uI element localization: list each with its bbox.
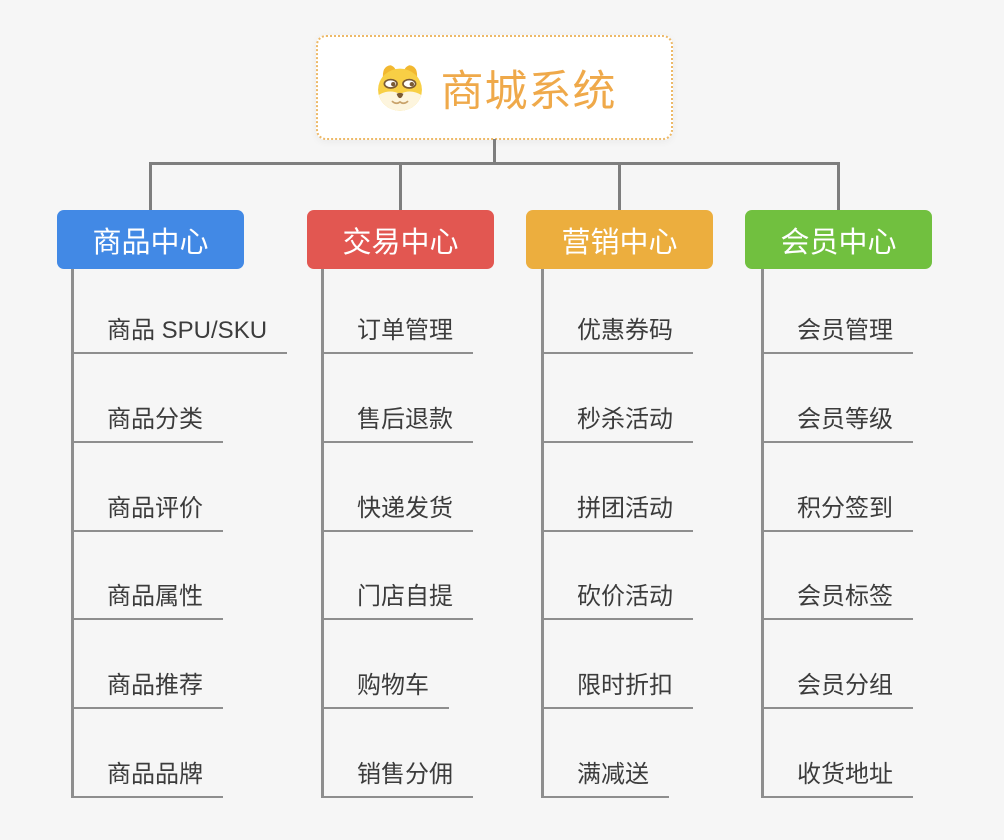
leaf-label: 门店自提 — [323, 576, 473, 621]
leaf-label: 秒杀活动 — [543, 399, 693, 443]
leaf-node[interactable]: 购物车 — [323, 620, 559, 710]
leaf-label: 售后退款 — [323, 399, 473, 443]
leaf-label: 优惠券码 — [543, 310, 693, 354]
leaf-node[interactable]: 商品评价 — [73, 443, 309, 532]
connector-rail — [149, 162, 840, 165]
leaf-node[interactable]: 秒杀活动 — [543, 354, 779, 443]
leaf-node[interactable]: 订单管理 — [323, 269, 559, 354]
branch-children-member-center: 会员管理会员等级积分签到会员标签会员分组收货地址 — [761, 269, 999, 798]
leaf-node[interactable]: 优惠券码 — [543, 269, 779, 354]
leaf-node[interactable]: 商品品牌 — [73, 709, 309, 798]
branch-node-trade-center[interactable]: 交易中心 — [307, 210, 494, 269]
leaf-label: 商品评价 — [73, 488, 223, 532]
leaf-node[interactable]: 商品 SPU/SKU — [73, 269, 309, 354]
connector-root-stem — [493, 139, 496, 165]
branch-children-marketing-center: 优惠券码秒杀活动拼团活动砍价活动限时折扣满减送 — [541, 269, 779, 798]
leaf-label: 销售分佣 — [323, 754, 473, 798]
leaf-node[interactable]: 会员等级 — [763, 354, 999, 443]
leaf-node[interactable]: 售后退款 — [323, 354, 559, 443]
leaf-node[interactable]: 会员管理 — [763, 269, 999, 354]
branch-label: 交易中心 — [342, 226, 459, 259]
leaf-node[interactable]: 拼团活动 — [543, 443, 779, 532]
leaf-node[interactable]: 快递发货 — [323, 443, 559, 532]
branch-node-member-center[interactable]: 会员中心 — [745, 210, 932, 269]
leaf-node[interactable]: 会员标签 — [763, 532, 999, 621]
branch-children-product-center: 商品 SPU/SKU 商品分类商品评价商品属性商品推荐商品品牌 — [71, 269, 309, 798]
leaf-node[interactable]: 砍价活动 — [543, 532, 779, 621]
leaf-node[interactable]: 门店自提 — [323, 532, 559, 621]
leaf-node[interactable]: 积分签到 — [763, 443, 999, 532]
leaf-node[interactable]: 商品推荐 — [73, 620, 309, 710]
leaf-node[interactable]: 收货地址 — [763, 709, 999, 798]
leaf-label: 会员标签 — [763, 576, 913, 621]
leaf-label: 订单管理 — [323, 310, 473, 354]
leaf-label: 满减送 — [543, 754, 669, 798]
leaf-label: 收货地址 — [763, 754, 913, 798]
leaf-node[interactable]: 销售分佣 — [323, 709, 559, 798]
branch-children-trade-center: 订单管理售后退款快递发货门店自提购物车销售分佣 — [321, 269, 559, 798]
leaf-label: 商品 SPU/SKU — [73, 310, 288, 354]
leaf-label: 会员分组 — [763, 665, 913, 710]
leaf-label: 快递发货 — [323, 488, 473, 532]
branch-label: 会员中心 — [780, 226, 897, 259]
connector-stub — [399, 162, 402, 211]
leaf-label: 会员等级 — [763, 399, 913, 443]
connector-stub — [837, 162, 840, 211]
branch-node-product-center[interactable]: 商品中心 — [57, 210, 244, 269]
leaf-label: 商品分类 — [73, 399, 223, 443]
root-title: 商城系统 — [440, 67, 617, 116]
leaf-label: 购物车 — [323, 665, 449, 710]
leaf-node[interactable]: 满减送 — [543, 709, 779, 798]
leaf-label: 限时折扣 — [543, 665, 693, 710]
leaf-label: 商品推荐 — [73, 665, 223, 710]
connector-stub — [149, 162, 152, 211]
root-node[interactable]: 商城系统 — [316, 35, 673, 140]
leaf-node[interactable]: 限时折扣 — [543, 620, 779, 710]
leaf-label: 商品品牌 — [73, 754, 223, 798]
branch-label: 商品中心 — [92, 226, 209, 259]
leaf-label: 会员管理 — [763, 310, 913, 354]
dog-face-icon — [377, 64, 422, 111]
branch-node-marketing-center[interactable]: 营销中心 — [526, 210, 713, 269]
leaf-label: 砍价活动 — [543, 576, 693, 621]
leaf-label: 拼团活动 — [543, 488, 693, 532]
leaf-node[interactable]: 会员分组 — [763, 620, 999, 710]
leaf-label: 商品属性 — [73, 576, 223, 621]
leaf-label: 积分签到 — [763, 488, 913, 532]
leaf-node[interactable]: 商品属性 — [73, 532, 309, 621]
branch-label: 营销中心 — [561, 226, 678, 259]
connector-stub — [618, 162, 621, 211]
leaf-node[interactable]: 商品分类 — [73, 354, 309, 443]
